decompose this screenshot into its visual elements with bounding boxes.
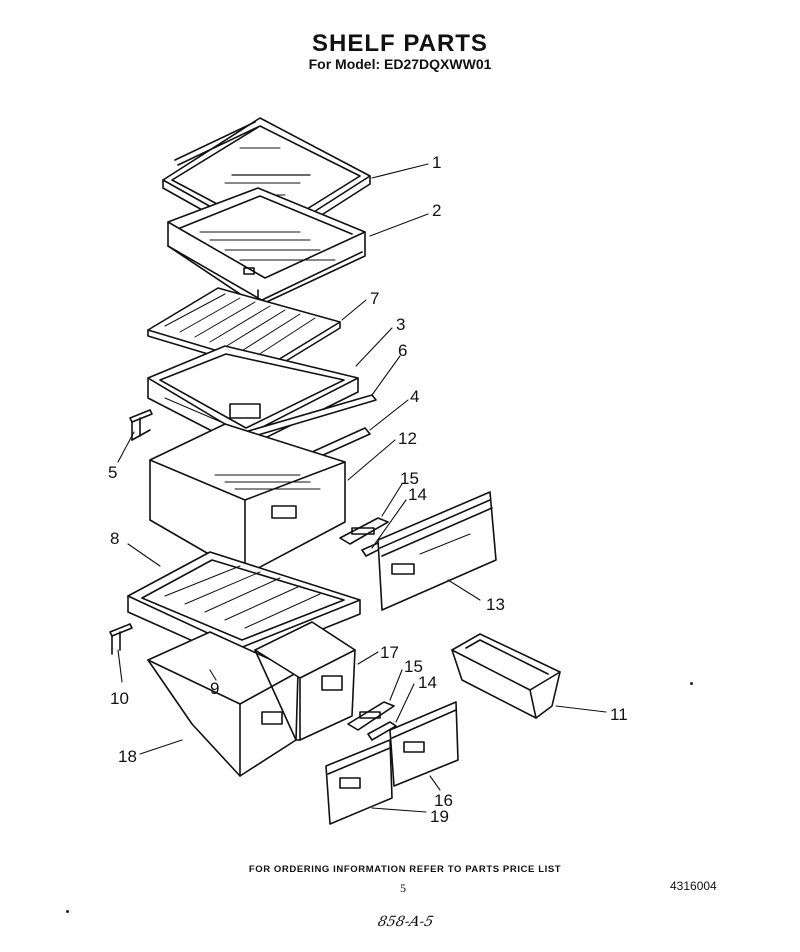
model-subtitle: For Model: ED27DQXWW01 bbox=[308, 56, 492, 72]
part-11-door-bin bbox=[451, 633, 561, 719]
part-15-handle-upper bbox=[339, 517, 389, 545]
ordering-note: FOR ORDERING INFORMATION REFER TO PARTS … bbox=[248, 864, 562, 875]
callout-18: 18 bbox=[118, 747, 137, 766]
callout-19: 19 bbox=[430, 807, 449, 826]
part-5-side-rail bbox=[129, 409, 153, 441]
part-14-bracket-lower bbox=[367, 721, 397, 741]
part-17-bin bbox=[254, 621, 356, 741]
callout-6: 6 bbox=[398, 341, 407, 360]
callout-8: 8 bbox=[110, 529, 119, 548]
callout-15-upper: 15 bbox=[400, 469, 419, 488]
part-13-drawer-front bbox=[377, 491, 497, 611]
callout-labels: 1 2 7 3 6 4 5 12 15 14 8 13 17 15 14 9 1… bbox=[108, 153, 628, 826]
callout-13: 13 bbox=[486, 595, 505, 614]
callout-9: 9 bbox=[210, 679, 219, 698]
callout-15-lower: 15 bbox=[404, 657, 423, 676]
callout-3: 3 bbox=[396, 315, 405, 334]
page-number: 5 bbox=[400, 881, 406, 895]
callout-1: 1 bbox=[432, 153, 441, 172]
scan-speck bbox=[690, 682, 693, 685]
scan-speck bbox=[66, 910, 69, 913]
callout-5: 5 bbox=[108, 463, 117, 482]
handwritten-note: 858-A-5 bbox=[376, 914, 435, 930]
callout-11: 11 bbox=[610, 705, 628, 724]
part-15-handle-lower bbox=[347, 701, 395, 731]
callout-4: 4 bbox=[410, 387, 419, 406]
callout-2: 2 bbox=[432, 201, 441, 220]
part-19-drawer-front bbox=[325, 739, 393, 825]
callout-7: 7 bbox=[370, 289, 379, 308]
callout-12: 12 bbox=[398, 429, 417, 448]
part-7-shelf-insert bbox=[147, 287, 341, 373]
part-10-side-rail bbox=[109, 623, 133, 655]
part-16-drawer-front bbox=[389, 701, 459, 787]
part-12-crisper-drawer bbox=[149, 423, 346, 576]
callout-10: 10 bbox=[110, 689, 129, 708]
leader-lines bbox=[117, 163, 607, 813]
callout-16: 16 bbox=[434, 791, 453, 810]
page-title: SHELF PARTS bbox=[312, 30, 488, 57]
document-number: 4316004 bbox=[670, 879, 717, 893]
callout-14-lower: 14 bbox=[418, 673, 437, 692]
callout-17: 17 bbox=[380, 643, 399, 662]
callout-14-upper: 14 bbox=[408, 485, 427, 504]
